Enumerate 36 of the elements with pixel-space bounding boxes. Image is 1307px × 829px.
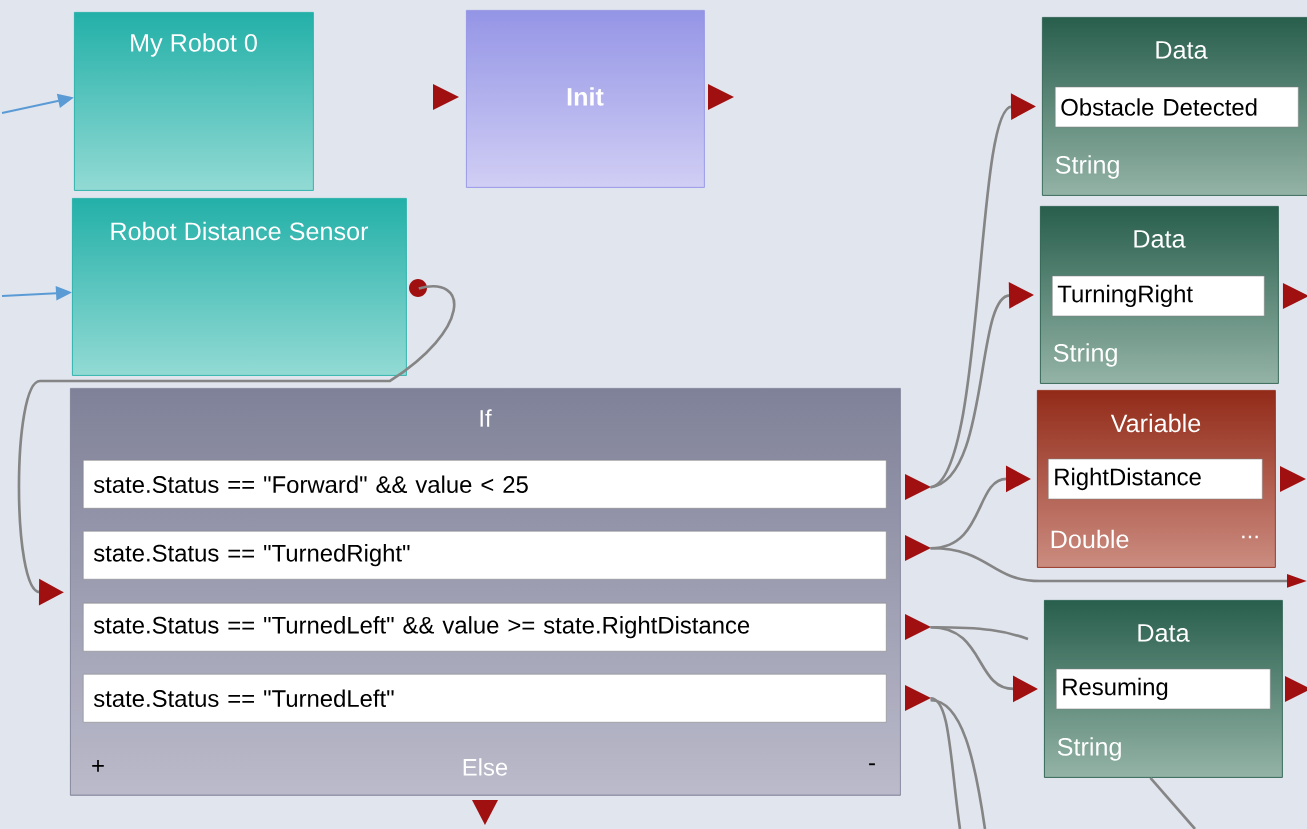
service-block — [72, 198, 407, 376]
block-title: Data — [1156, 41, 1208, 59]
data-block — [1042, 17, 1307, 196]
text-field: Resuming — [1056, 668, 1271, 710]
connector-line — [1149, 776, 1196, 829]
condition-field: state.Status == "TurnedLeft" — [83, 674, 931, 723]
text-field: Obstacle Detected — [1054, 86, 1299, 128]
condition-field: state.Status == "TurnedRight" — [83, 531, 931, 580]
data-block — [1044, 600, 1283, 778]
connector-line — [930, 698, 987, 829]
more-label: ... — [1242, 535, 1258, 539]
block-title: Data — [1138, 624, 1190, 642]
remove-sign: - — [869, 763, 875, 766]
block-title: Robot Distance Sensor — [111, 221, 369, 241]
type-label: String — [1055, 155, 1119, 179]
if-block — [70, 388, 931, 796]
type-label: Double — [1051, 529, 1129, 549]
block-title: My Robot 0 — [131, 33, 257, 57]
condition-field: state.Status == "Forward" && value < 25 — [83, 460, 931, 509]
data-block — [1040, 206, 1279, 384]
block-title: Variable — [1110, 413, 1201, 433]
add-sign: + — [92, 760, 104, 772]
block-title: If — [480, 409, 492, 427]
text-field: TurningRight — [1052, 275, 1265, 317]
block-title: Data — [1134, 230, 1186, 248]
block-title: Init — [567, 87, 604, 106]
text-field: RightDistance — [1048, 458, 1263, 500]
service-block — [74, 12, 314, 191]
variable-block — [1036, 390, 1276, 568]
connector-line — [930, 625, 1029, 641]
activity-block — [466, 10, 705, 188]
type-label: String — [1053, 343, 1117, 367]
condition-field: state.Status == "TurnedLeft" && value >= state.RightDistance — [83, 603, 931, 652]
type-label: String — [1057, 737, 1121, 761]
else-label: Else — [463, 758, 508, 776]
connector-line — [930, 697, 962, 829]
